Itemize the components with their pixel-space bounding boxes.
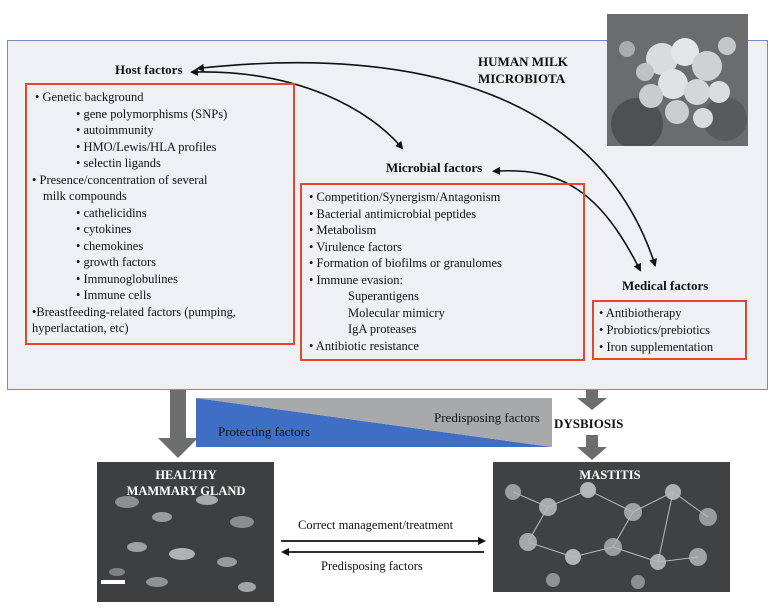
predisposing-back-label: Predisposing factors: [321, 559, 423, 573]
host-item: •Breastfeeding-related factors (pumping,: [32, 305, 236, 319]
microbial-item: • Antibiotic resistance: [309, 339, 419, 353]
arrow-microbial-medical: [492, 166, 641, 272]
microbial-item: • Metabolism: [309, 223, 377, 237]
host-item: • selectin ligands: [76, 156, 161, 170]
microbial-item: Superantigens: [348, 289, 419, 303]
dysbiosis-label: DYSBIOSIS: [554, 416, 624, 431]
host-item: • gene polymorphisms (SNPs): [76, 107, 228, 121]
microbial-item: IgA proteases: [348, 322, 417, 336]
host-item: milk compounds: [43, 189, 127, 203]
medical-item: • Antibiotherapy: [599, 306, 682, 320]
mastitis-photo: [493, 462, 730, 592]
medical-factors-heading: Medical factors: [622, 278, 709, 293]
host-item: • Presence/concentration of several: [32, 173, 208, 187]
medical-item: • Iron supplementation: [599, 340, 714, 354]
host-item: • autoimmunity: [76, 123, 154, 137]
microbial-item: • Competition/Synergism/Antagonism: [309, 190, 501, 204]
arrow-to-dysbiosis: [577, 398, 607, 410]
microbial-item: Molecular mimicry: [348, 306, 445, 320]
medical-factors-box: [592, 300, 747, 360]
host-item: • chemokines: [76, 239, 144, 253]
microbial-item: • Bacterial antimicrobial peptides: [309, 207, 477, 221]
host-item: • cytokines: [76, 222, 132, 236]
microbial-factors-heading: Microbial factors: [386, 160, 483, 175]
healthy-gland-photo: [97, 462, 274, 602]
arrow-to-healthy: [170, 390, 186, 440]
arrow-to-mastitis: [577, 447, 607, 460]
microbial-item: • Immune evasion:: [309, 273, 403, 287]
host-item: • Immunoglobulines: [76, 272, 178, 286]
microbial-item: • Formation of biofilms or granulomes: [309, 256, 502, 270]
predisposing-factors-label: Predisposing factors: [434, 410, 540, 425]
host-factors-heading: Host factors: [115, 62, 183, 77]
host-item: hyperlactation, etc): [32, 321, 129, 335]
protecting-factors-label: Protecting factors: [218, 424, 311, 439]
healthy-gland-label: HEALTHY MAMMARY GLAND: [126, 468, 246, 498]
microbial-factors-box: [300, 183, 585, 361]
medical-item: • Probiotics/prebiotics: [599, 323, 710, 337]
predisposing-wedge: [196, 398, 552, 447]
host-item: • Immune cells: [76, 288, 152, 302]
host-item: • growth factors: [76, 255, 157, 269]
host-item: • HMO/Lewis/HLA profiles: [76, 140, 217, 154]
microbial-item: • Virulence factors: [309, 240, 402, 254]
host-factors-box: [25, 83, 295, 345]
host-item: • cathelicidins: [76, 206, 147, 220]
mastitis-label: MASTITIS: [579, 468, 641, 482]
host-item: • Genetic background: [35, 90, 144, 104]
correct-management-label: Correct management/treatment: [298, 518, 454, 532]
